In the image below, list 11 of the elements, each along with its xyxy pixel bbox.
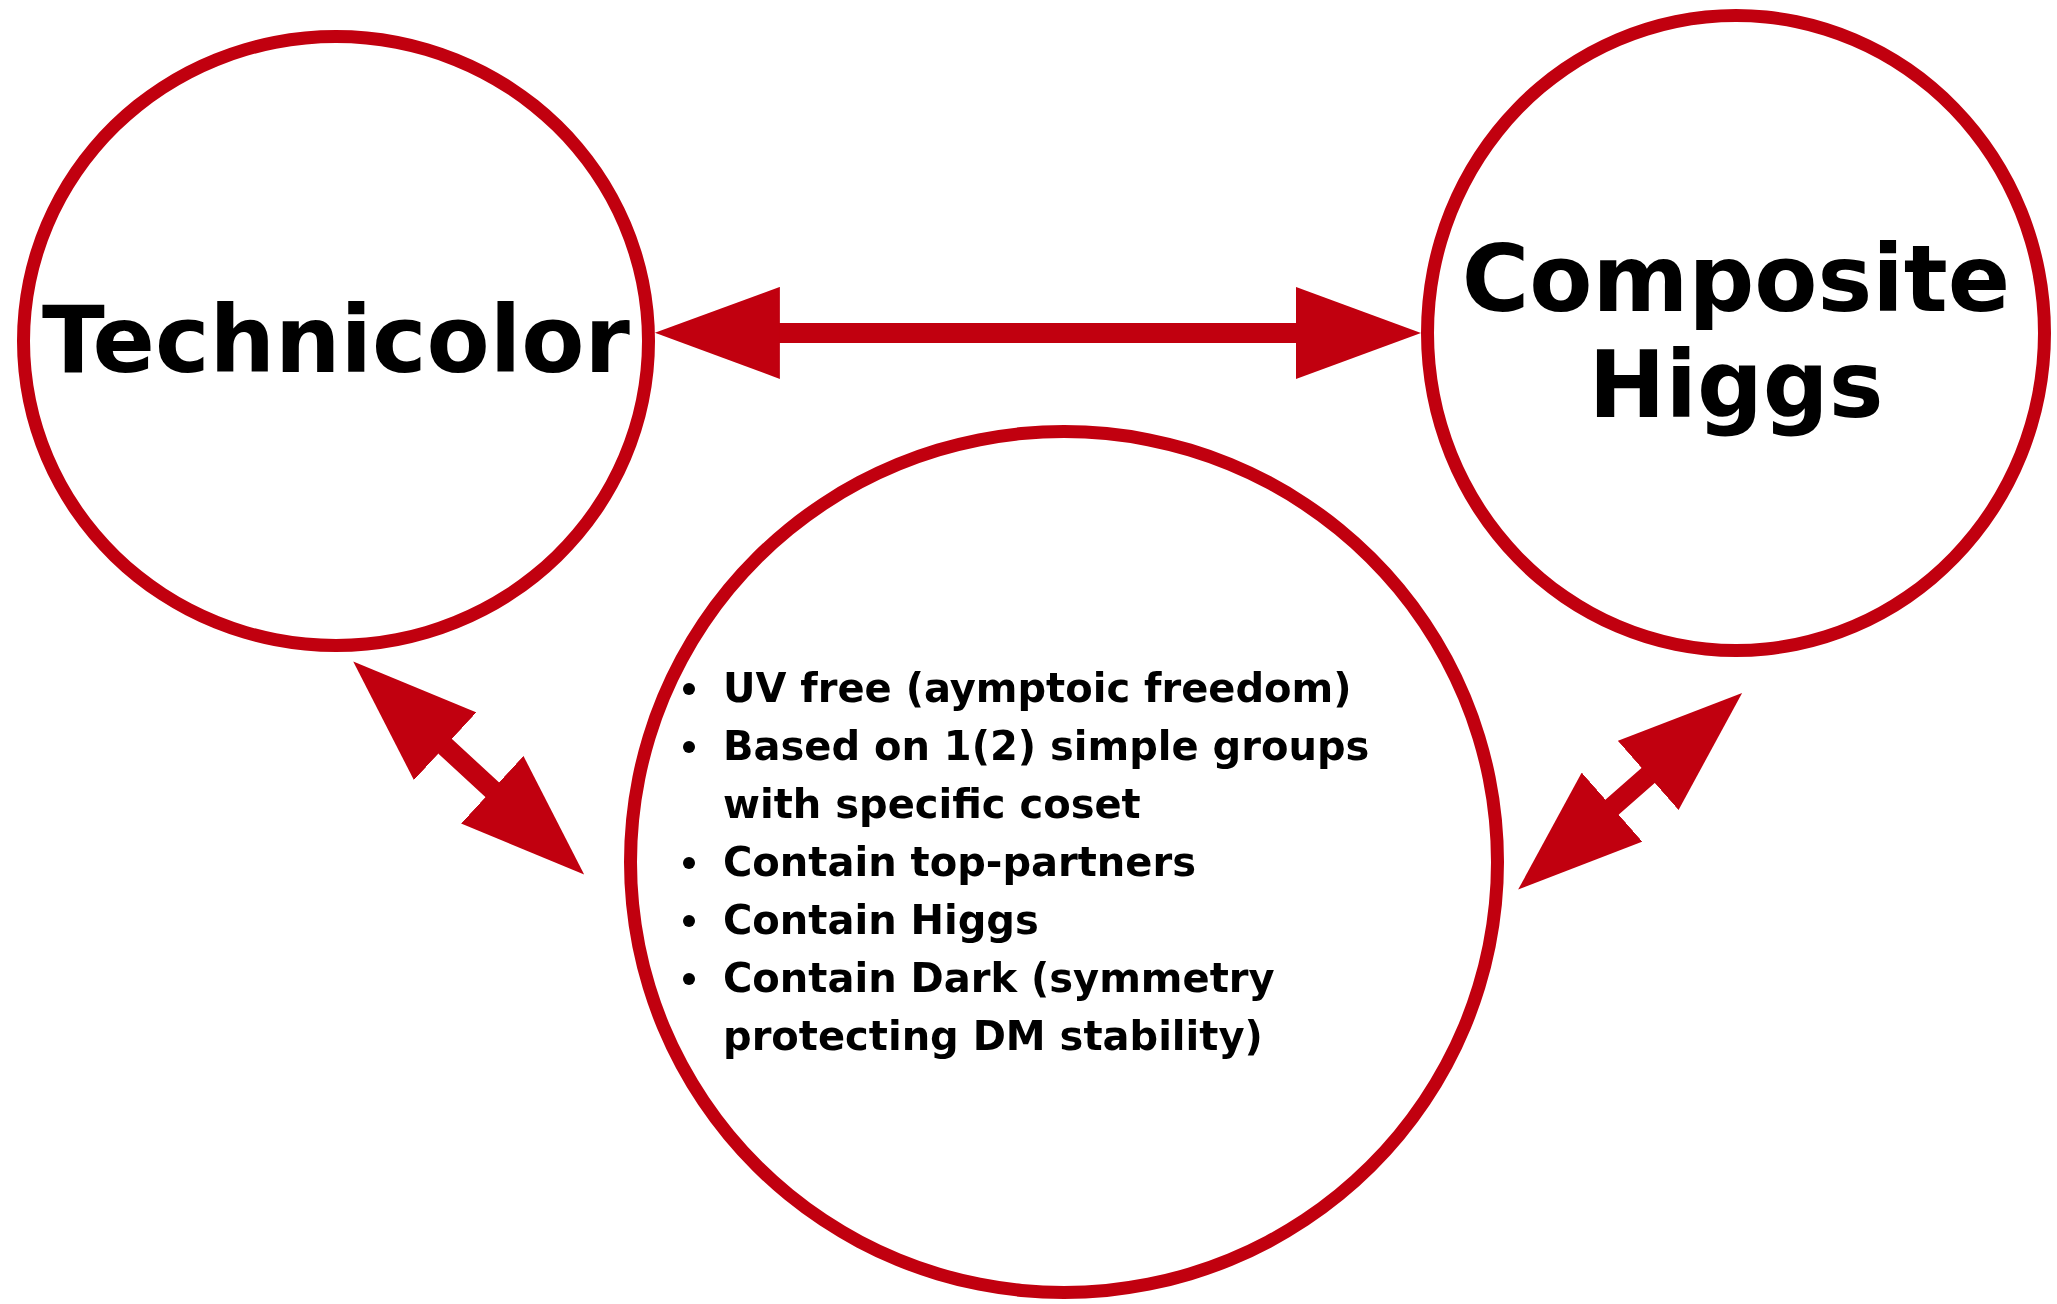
bullet-text: Contain Higgs: [723, 897, 1039, 943]
circle-title: Composite Higgs: [1460, 227, 2012, 439]
bullet-text: Based on 1(2) simple groups with specific coset: [723, 723, 1370, 827]
circle: [1421, 9, 2051, 657]
bullet-text: Contain top-partners: [723, 839, 1196, 885]
circle: [624, 425, 1504, 1299]
circle: [17, 30, 655, 652]
bullet-text: Contain Dark (symmetry protecting DM stability): [723, 955, 1275, 1059]
double-arrow: [654, 286, 1421, 379]
circle-title: Technicolor: [42, 288, 630, 394]
bullet-text: UV free (aymptoic freedom): [723, 665, 1352, 711]
